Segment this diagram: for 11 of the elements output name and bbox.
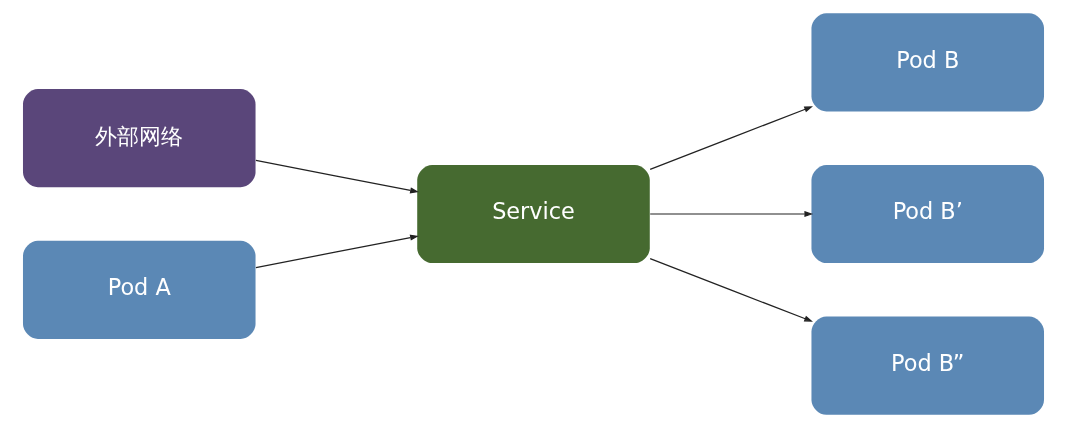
node-box: Service [416, 164, 650, 264]
node-box: Pod B [810, 13, 1044, 112]
arrow [649, 210, 813, 218]
arrow [649, 258, 813, 322]
node-box: Pod B’ [810, 164, 1044, 264]
node-box: Pod B” [810, 316, 1044, 415]
arrow [649, 106, 813, 170]
arrow [254, 234, 419, 269]
node-box: 外部网络 [22, 89, 256, 188]
node-box: Pod A [22, 240, 256, 339]
arrow [254, 159, 419, 194]
